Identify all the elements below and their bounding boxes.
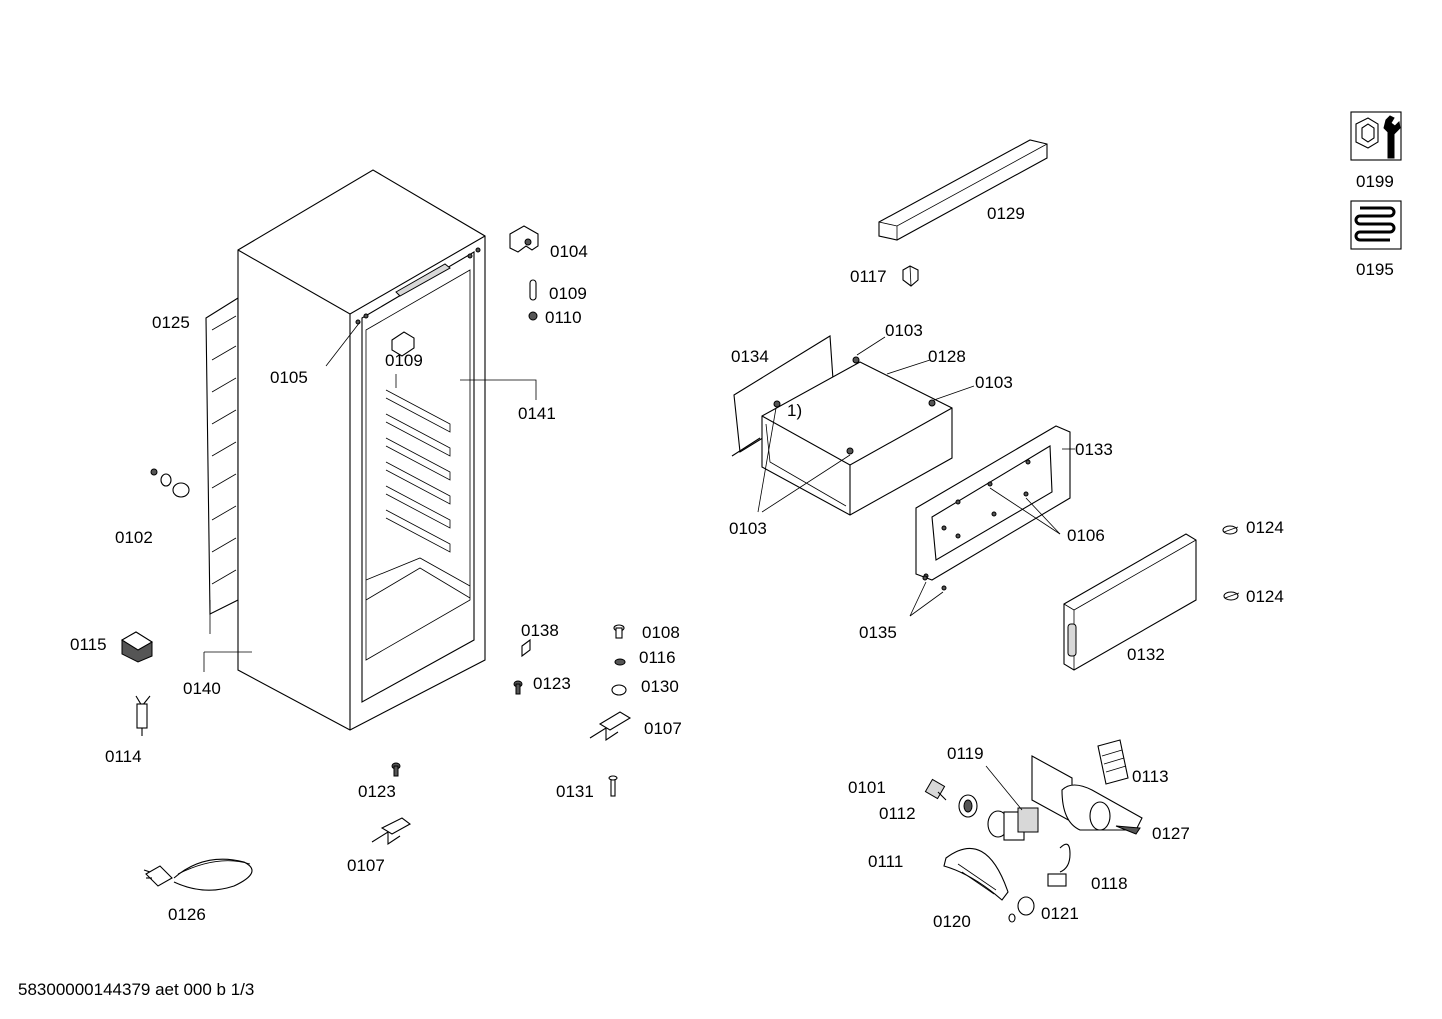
part-label-0102: 0102 [115, 528, 153, 547]
part-label-0103-bottom: 0103 [729, 519, 767, 538]
part-label-0195: 0195 [1356, 260, 1394, 279]
box-0128 [761, 356, 953, 516]
wire-0118 [1047, 843, 1071, 887]
screws-0135 [922, 575, 947, 591]
part-label-0133: 0133 [1075, 440, 1113, 459]
part-label-0103-top: 0103 [885, 321, 923, 340]
part-label-0115: 0115 [70, 635, 107, 654]
lamp-cover-0111 [943, 848, 1009, 901]
screw-0124-lower [1223, 591, 1240, 601]
part-label-0129: 0129 [987, 204, 1025, 223]
part-label-0118: 0118 [1091, 874, 1128, 893]
part-label-0123-lower: 0123 [358, 782, 396, 801]
part-label-0113: 0113 [1132, 767, 1169, 786]
part-label-0141: 0141 [518, 404, 556, 423]
lamp-housing-0127 [1031, 755, 1143, 835]
bracket-0107-right [589, 711, 632, 742]
part-label-0105: 0105 [270, 368, 308, 387]
spacer-0130 [611, 684, 627, 696]
bushing-0110 [528, 311, 538, 321]
part-label-0111: 0111 [868, 852, 903, 871]
part-label-0121: 0121 [1041, 904, 1079, 923]
hinge-0104 [509, 225, 539, 253]
part-label-0104: 0104 [550, 242, 588, 261]
cover-0113 [1097, 739, 1129, 785]
part-label-0124-lower: 0124 [1246, 587, 1284, 606]
note-label-1: 1) [787, 401, 802, 420]
part-label-0126: 0126 [168, 905, 206, 924]
part-label-0132: 0132 [1127, 645, 1165, 664]
bracket-0107-left [371, 817, 412, 846]
bracket-0109-inner [391, 331, 415, 357]
part-label-0109-top: 0109 [549, 284, 587, 303]
cabinet-body-0140 [237, 169, 486, 731]
bulb-0121 [1008, 896, 1035, 923]
wrench-nut-icon [1350, 111, 1402, 161]
sensor-0114 [135, 695, 151, 736]
clip-0138 [521, 638, 531, 658]
part-label-0101: 0101 [848, 778, 886, 797]
part-label-0108: 0108 [642, 623, 680, 642]
thermostat-0119 [987, 807, 1039, 841]
part-label-0103-right: 0103 [975, 373, 1013, 392]
part-label-0116: 0116 [639, 648, 676, 667]
clip-0117 [902, 265, 919, 287]
screw-0108 [613, 624, 625, 639]
screw-0123-upper [513, 680, 523, 695]
part-label-0110: 0110 [545, 308, 582, 327]
part-label-0107-left: 0107 [347, 856, 385, 875]
document-footer-code: 58300000144379 aet 000 b 1/3 [18, 980, 255, 999]
part-label-0106: 0106 [1067, 526, 1105, 545]
foot-0102 [150, 468, 190, 498]
condenser-0125 [205, 297, 239, 634]
part-label-0135: 0135 [859, 623, 897, 642]
part-label-0138: 0138 [521, 621, 559, 640]
bolt-0131 [608, 775, 618, 797]
part-label-0128: 0128 [928, 347, 966, 366]
part-label-0120: 0120 [933, 912, 971, 931]
frame-0133 [915, 425, 1071, 581]
ring-0112 [958, 794, 978, 818]
washer-0116 [614, 658, 626, 666]
part-label-0134: 0134 [731, 347, 769, 366]
power-cord-0126 [143, 858, 253, 891]
part-label-0119: 0119 [947, 744, 984, 763]
part-label-0130: 0130 [641, 677, 679, 696]
part-label-0114: 0114 [105, 747, 142, 766]
part-label-0112: 0112 [879, 804, 916, 823]
part-label-0117: 0117 [850, 267, 887, 286]
part-label-0109-inner: 0109 [385, 351, 423, 370]
part-label-0123-upper: 0123 [533, 674, 571, 693]
pin-0109-top [529, 279, 537, 301]
door-strip-0129 [878, 139, 1048, 241]
screw-0123-lower [391, 762, 401, 777]
heating-coil-icon [1350, 200, 1402, 250]
cover-0132 [1063, 533, 1197, 671]
part-label-0131: 0131 [556, 782, 594, 801]
part-label-0127: 0127 [1152, 824, 1190, 843]
knob-0101 [924, 778, 947, 801]
part-label-0125: 0125 [152, 313, 190, 332]
relay-0115 [120, 631, 154, 663]
part-label-0199: 0199 [1356, 172, 1394, 191]
part-label-0124-upper: 0124 [1246, 518, 1284, 537]
part-label-0140: 0140 [183, 679, 221, 698]
part-label-0107-right: 0107 [644, 719, 682, 738]
screw-0124-upper [1222, 525, 1239, 535]
